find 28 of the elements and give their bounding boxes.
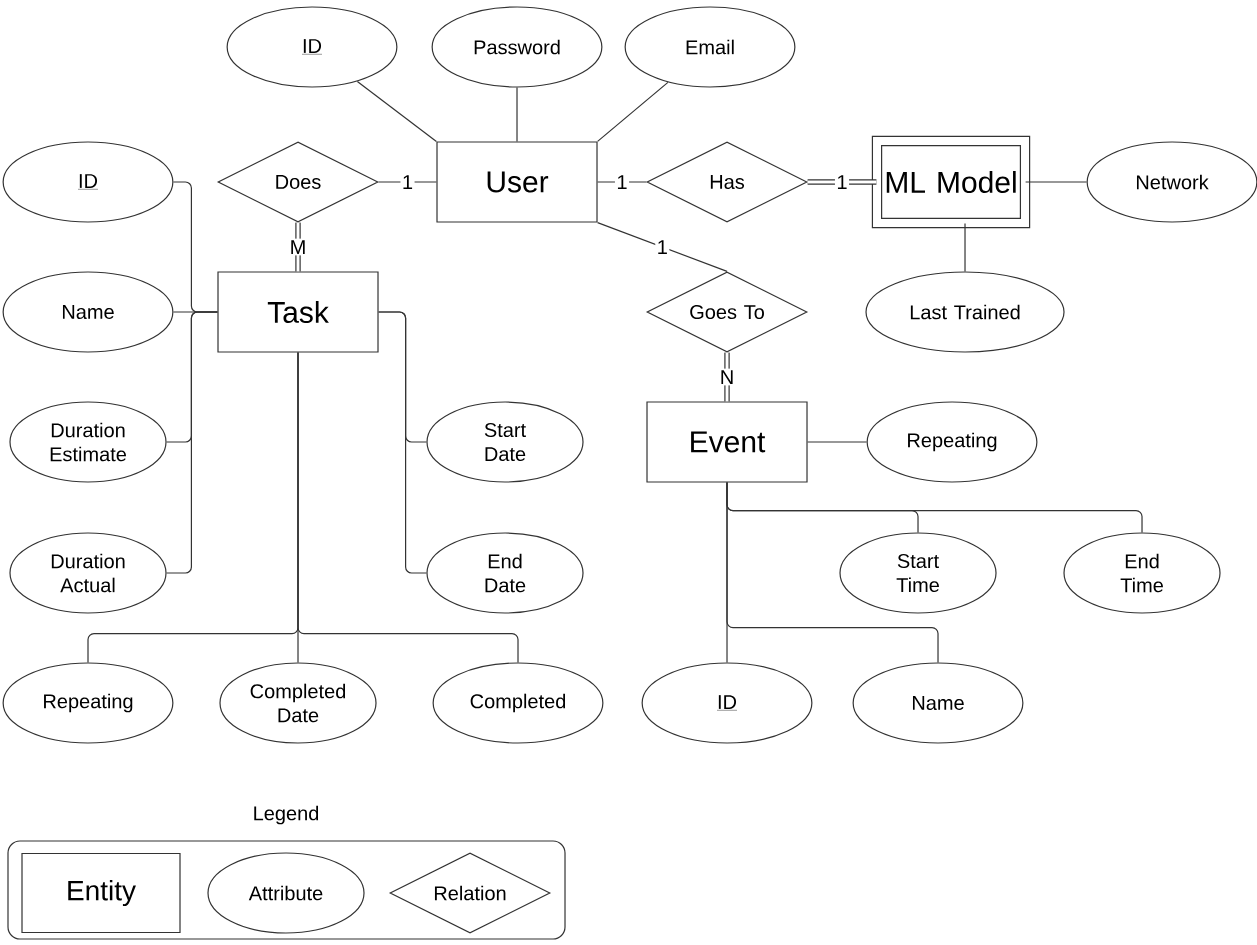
cardinality-label: 1 [614,173,630,191]
connector-line [356,80,437,142]
connector-line [964,223,966,272]
connector-line [726,482,939,663]
weak-entity-box: ML Model [871,135,1031,229]
connector-line [166,311,218,574]
entity-box: User [436,141,598,223]
connector-line [597,81,669,142]
connector-line [807,441,868,443]
legend-title: Legend [254,805,319,825]
legend-entity-box: Entity [21,852,181,934]
connector-line [378,311,427,574]
connector-line [1025,181,1088,183]
entity-box: Event [646,401,808,483]
connector-line [378,181,437,183]
connector-line [297,352,519,663]
connector-line [516,87,518,142]
cardinality-label: 1 [834,173,850,191]
connector-line [597,181,647,183]
connector-line [724,352,730,402]
connector-line [597,222,728,272]
connector-line [295,222,301,272]
cardinality-label: 1 [655,238,670,256]
cardinality-label: M [288,238,308,256]
cardinality-label: 1 [400,173,415,191]
cardinality-label: N [718,368,736,386]
entity-box: Task [217,271,379,353]
connector-line [807,179,877,185]
